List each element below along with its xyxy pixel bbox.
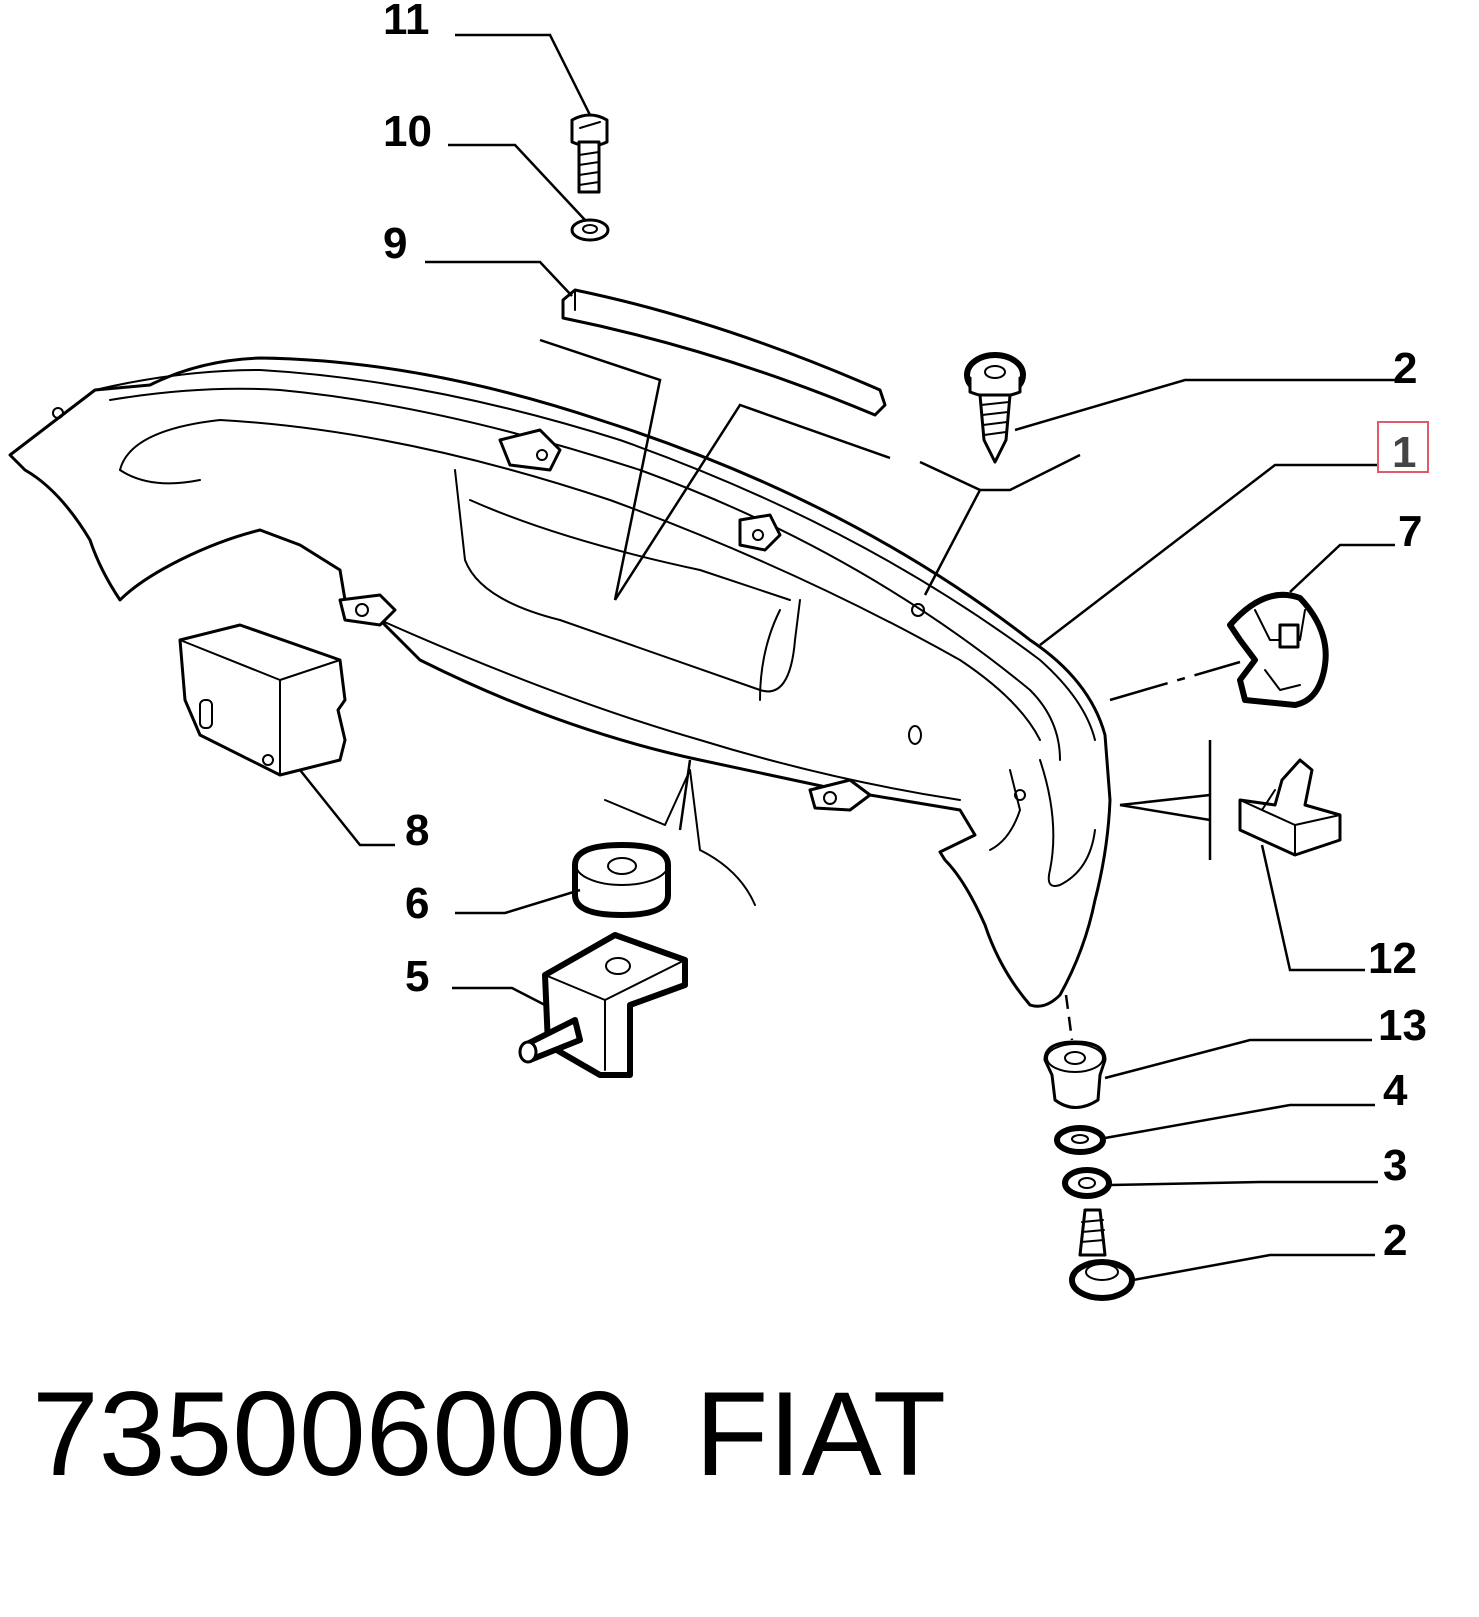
bumper-cover bbox=[8, 356, 1112, 1008]
callout-8[interactable]: 8 bbox=[405, 806, 429, 855]
callout-13[interactable]: 13 bbox=[1378, 1001, 1427, 1050]
callout-9[interactable]: 9 bbox=[383, 219, 407, 268]
callout-1[interactable]: 1 bbox=[1392, 428, 1416, 477]
callout-10[interactable]: 10 bbox=[383, 107, 432, 156]
part-number: 735006000 bbox=[32, 1367, 633, 1501]
callout-2-top[interactable]: 2 bbox=[1393, 344, 1417, 393]
trim-strip bbox=[561, 288, 887, 417]
clip-12 bbox=[1238, 758, 1342, 857]
clip-7 bbox=[1227, 591, 1329, 708]
body-outline bbox=[689, 769, 756, 906]
callout-12[interactable]: 12 bbox=[1368, 934, 1417, 983]
callout-1-highlight bbox=[1377, 421, 1429, 473]
screw-2-top bbox=[964, 352, 1026, 464]
brand-name: FIAT bbox=[695, 1367, 946, 1501]
washer-6 bbox=[572, 842, 671, 918]
callout-3[interactable]: 3 bbox=[1383, 1141, 1407, 1190]
nut-13 bbox=[1043, 1040, 1107, 1109]
washer-10 bbox=[570, 218, 610, 242]
body-outline-2 bbox=[604, 769, 691, 826]
callout-7[interactable]: 7 bbox=[1398, 507, 1422, 556]
screw-2-bottom bbox=[1069, 1208, 1135, 1301]
callout-4[interactable]: 4 bbox=[1383, 1066, 1408, 1115]
washer-4 bbox=[1054, 1125, 1106, 1155]
screw-11 bbox=[570, 113, 609, 194]
callout-5[interactable]: 5 bbox=[405, 952, 429, 1001]
callout-2-bottom[interactable]: 2 bbox=[1383, 1216, 1407, 1265]
leader-lines bbox=[299, 33, 1400, 1282]
spring-washer-3 bbox=[1062, 1167, 1112, 1199]
block-8 bbox=[178, 623, 347, 777]
bracket-5 bbox=[518, 932, 688, 1078]
callout-6[interactable]: 6 bbox=[405, 879, 429, 928]
callout-11[interactable]: 11 bbox=[383, 0, 430, 44]
